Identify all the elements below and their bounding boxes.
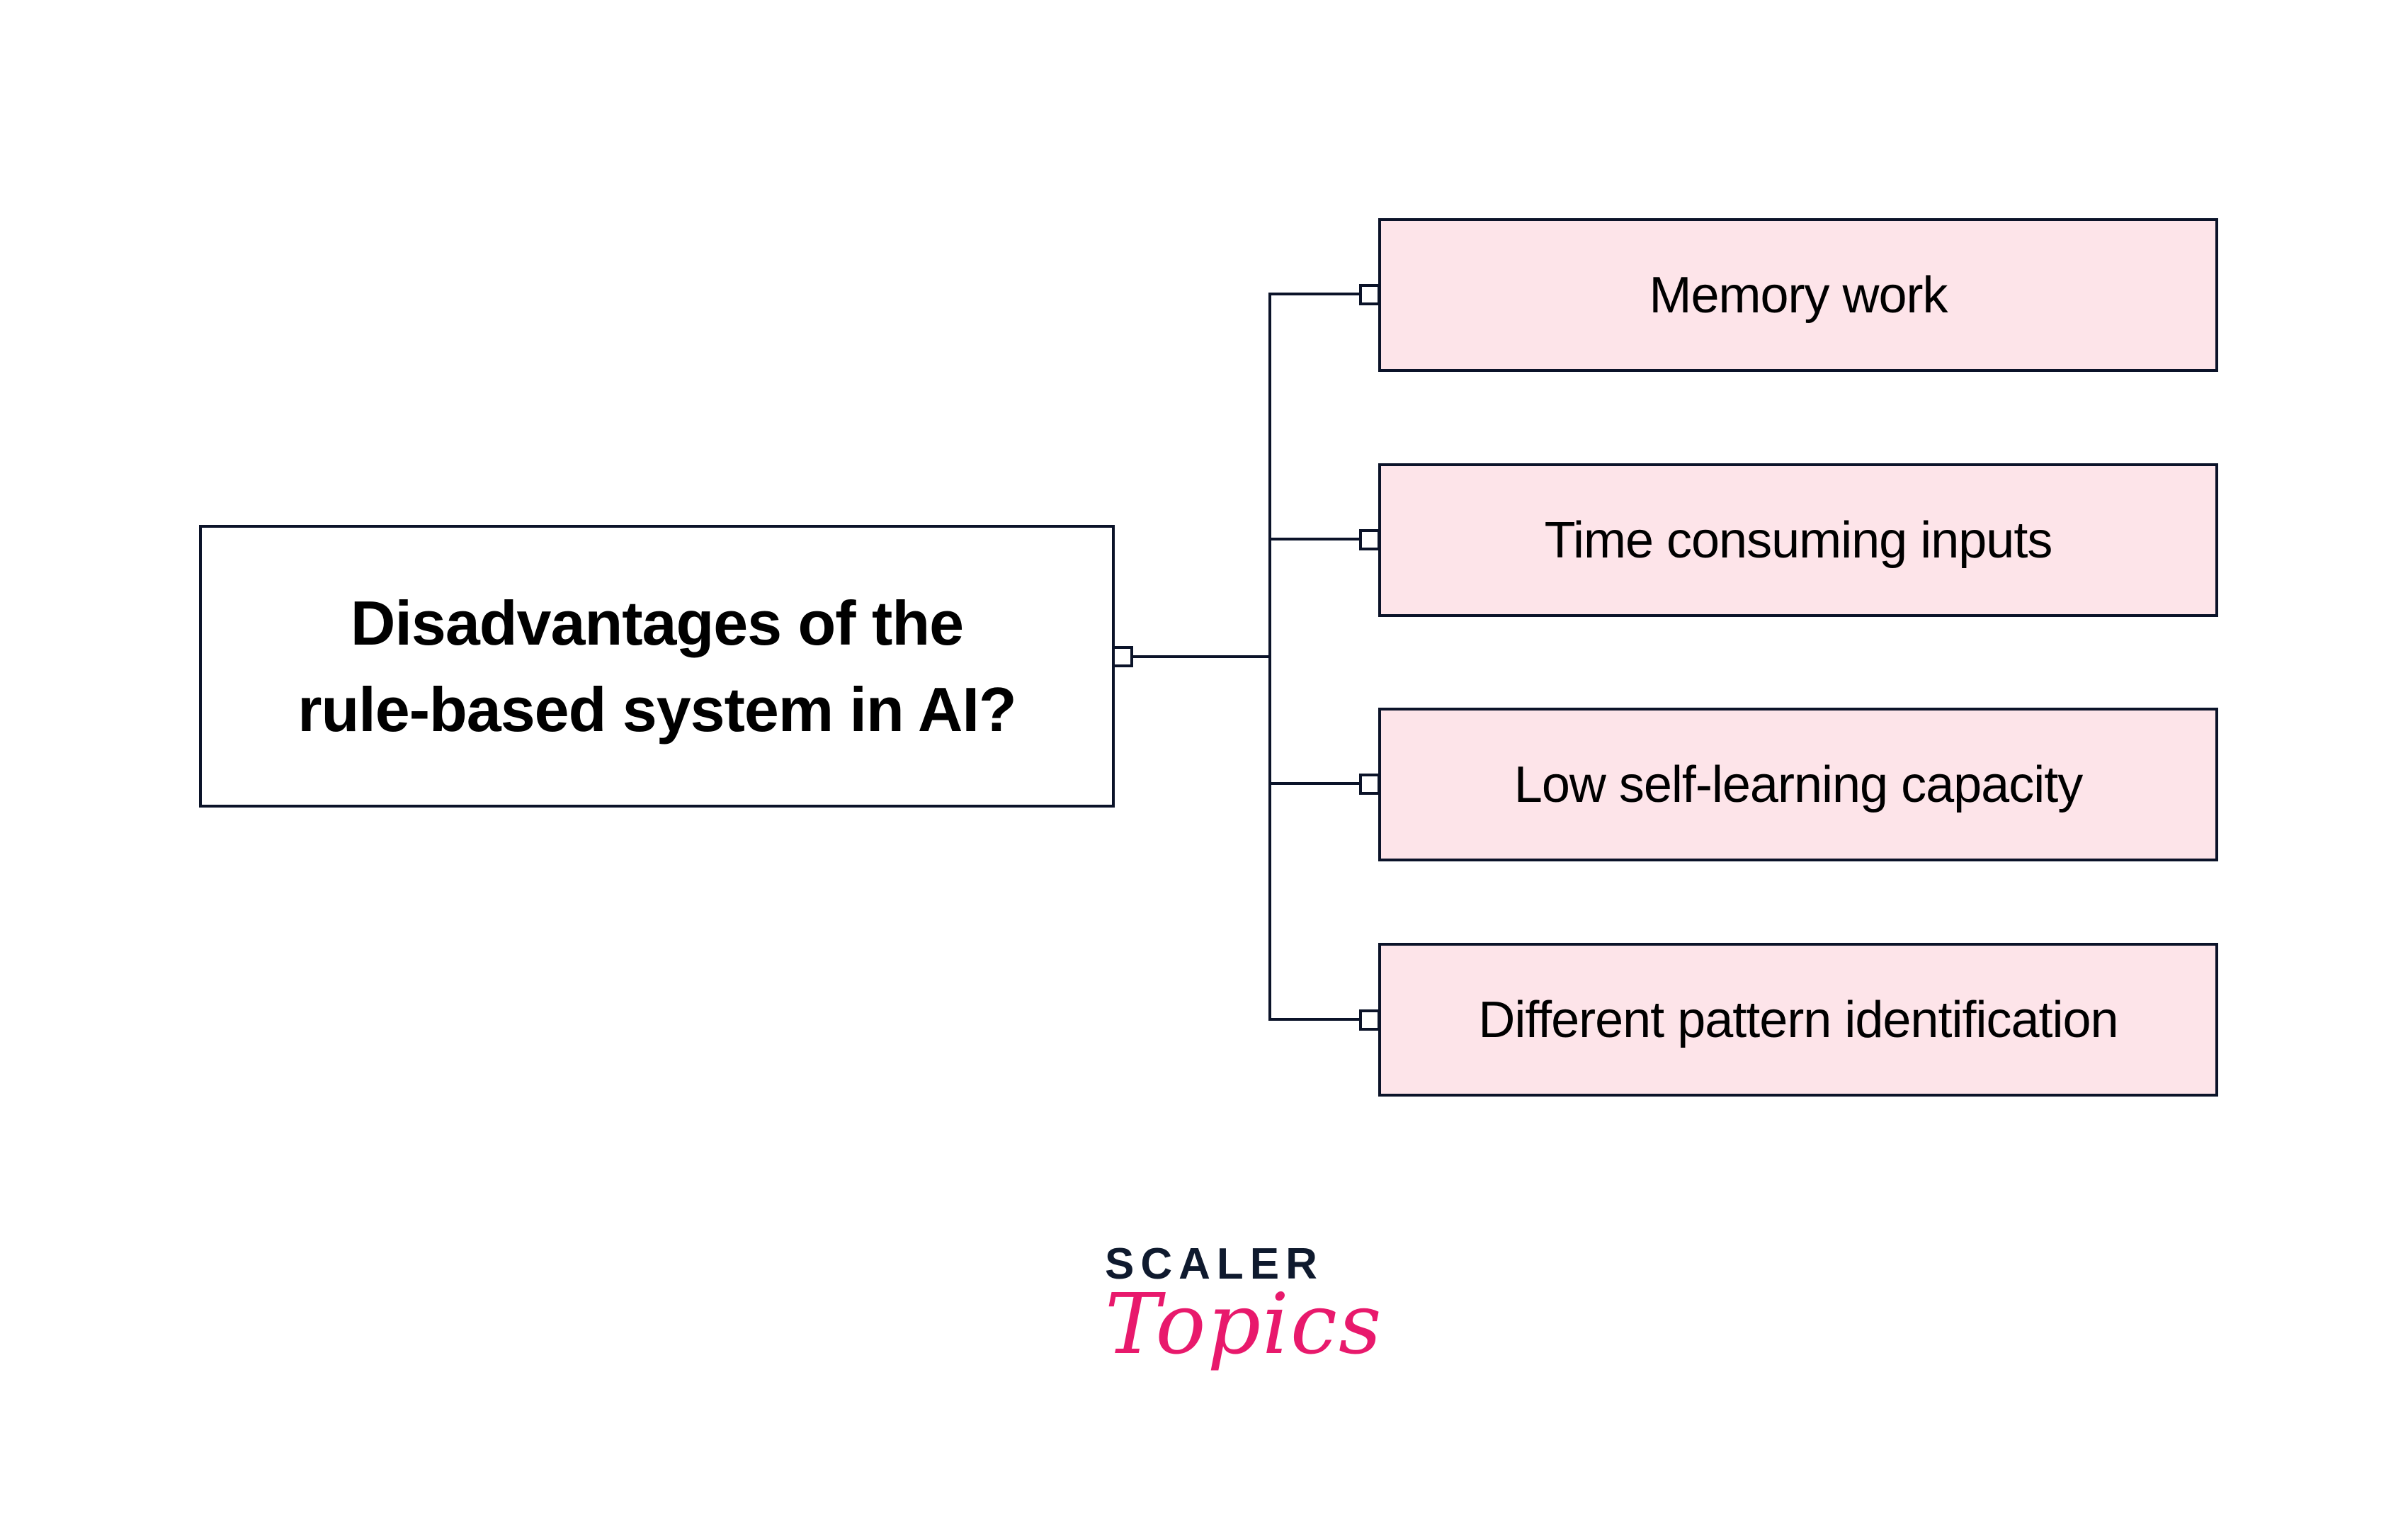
item-label: Memory work	[1649, 266, 1948, 324]
root-title-line-2: rule-based system in AI?	[297, 674, 1016, 744]
root-connector-line	[1133, 655, 1271, 658]
logo-sub-text: Topics	[1105, 1275, 1383, 1373]
branch-line-1	[1268, 293, 1361, 295]
root-title-line-1: Disadvantages of the	[350, 587, 964, 658]
logo-brand-text: SCALER	[1105, 1240, 1324, 1289]
branch-line-2	[1268, 538, 1361, 540]
item-node-different-pattern: Different pattern identification	[1378, 943, 2218, 1097]
item-node-memory-work: Memory work	[1378, 218, 2218, 372]
branch-port-3	[1359, 774, 1380, 795]
branch-port-1	[1359, 284, 1380, 305]
branch-line-3	[1268, 782, 1361, 785]
root-title: Disadvantages of the rule-based system i…	[297, 580, 1016, 753]
branch-line-4	[1268, 1018, 1361, 1021]
root-node: Disadvantages of the rule-based system i…	[199, 525, 1115, 808]
item-node-low-self-learning: Low self-learning capacity	[1378, 708, 2218, 861]
branch-port-2	[1359, 529, 1380, 550]
item-node-time-consuming-inputs: Time consuming inputs	[1378, 463, 2218, 617]
root-connector-port	[1112, 646, 1133, 667]
item-label: Time consuming inputs	[1544, 511, 2053, 569]
trunk-line	[1268, 293, 1271, 1019]
branch-port-4	[1359, 1009, 1380, 1031]
item-label: Different pattern identification	[1478, 991, 2118, 1048]
scaler-topics-logo: SCALER Topics	[1105, 1240, 1383, 1373]
item-label: Low self-learning capacity	[1513, 756, 2083, 813]
